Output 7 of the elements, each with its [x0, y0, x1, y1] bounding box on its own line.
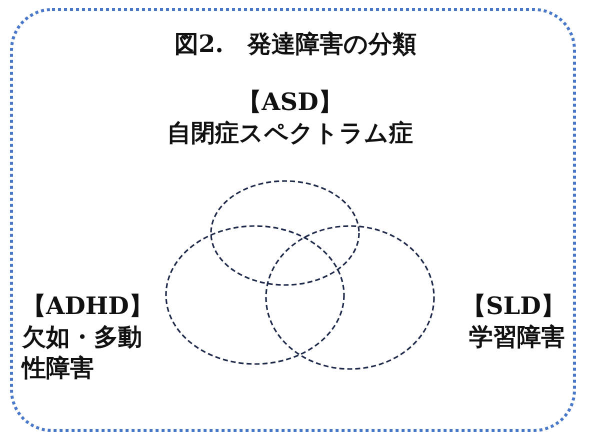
category-abbreviation: 【SLD】 [460, 290, 565, 322]
diagram-title: 図2. 発達障害の分類 [173, 28, 418, 60]
category-abbreviation: 【ADHD】 [22, 290, 154, 322]
category-name: 自閉症スペクトラム症 [166, 117, 414, 148]
category-name: 欠如・多動性障害 [22, 321, 143, 384]
category-abbreviation: 【ASD】 [236, 86, 344, 118]
category-name: 学習障害 [468, 321, 565, 352]
